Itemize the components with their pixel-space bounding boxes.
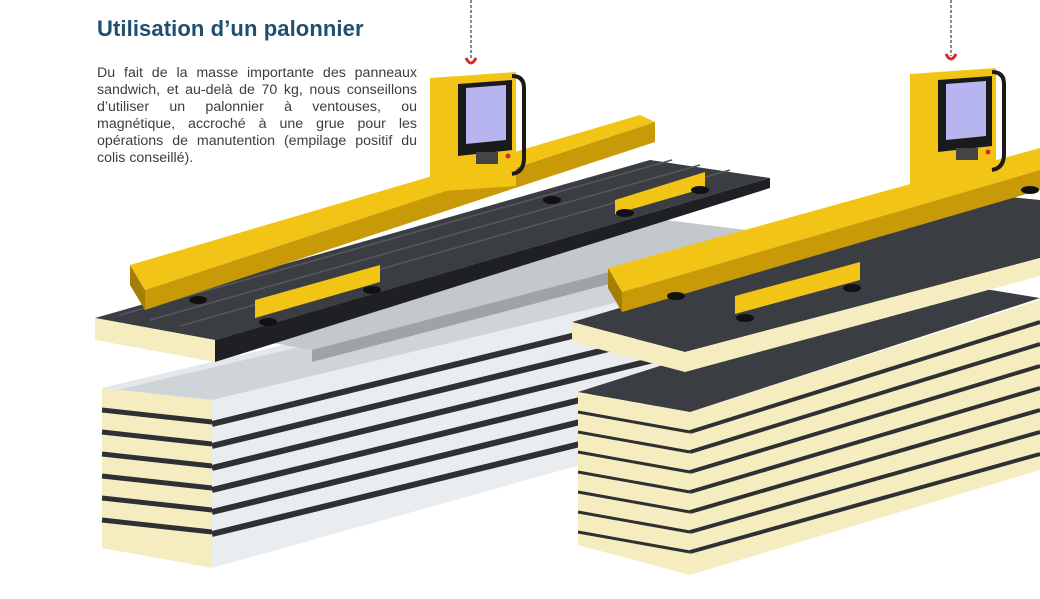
control-box-icon [910,68,1006,186]
sandwich-panel-icon [572,196,1040,575]
page-title: Utilisation d’un palonnier [97,16,364,41]
suction-cup-icon [189,186,709,326]
lifting-beam-icon [130,0,709,326]
description-paragraph: Du fait de la masse importante des panne… [97,65,417,166]
lifting-beam-icon [608,0,1040,322]
suction-cup-icon [667,186,1039,322]
control-box-icon [430,72,526,192]
